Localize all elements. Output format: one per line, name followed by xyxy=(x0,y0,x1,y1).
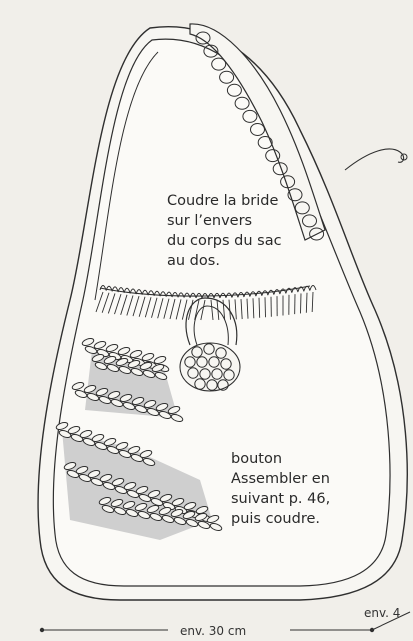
rib-fringe xyxy=(265,297,266,317)
button-note-line-4: puis coudre. xyxy=(231,510,320,529)
bride-note-line-2: sur l’envers xyxy=(167,212,252,231)
button-note-line-3: suivant p. 46, xyxy=(231,490,330,509)
rib-fringe xyxy=(301,293,302,313)
button-note-line-1: bouton xyxy=(231,450,282,469)
bride-note-line-4: au dos. xyxy=(167,252,220,271)
bride-note-line-1: Coudre la bride xyxy=(167,192,278,211)
cord-line xyxy=(345,149,404,170)
side-dimension-label: env. 4 xyxy=(364,604,400,623)
width-dimension-label: env. 30 cm xyxy=(180,622,246,641)
button-cluster xyxy=(180,343,240,391)
bride-note-line-3: du corps du sac xyxy=(167,232,282,251)
button-note-line-2: Assembler en xyxy=(231,470,330,489)
width-dimension-end-left xyxy=(40,628,44,632)
